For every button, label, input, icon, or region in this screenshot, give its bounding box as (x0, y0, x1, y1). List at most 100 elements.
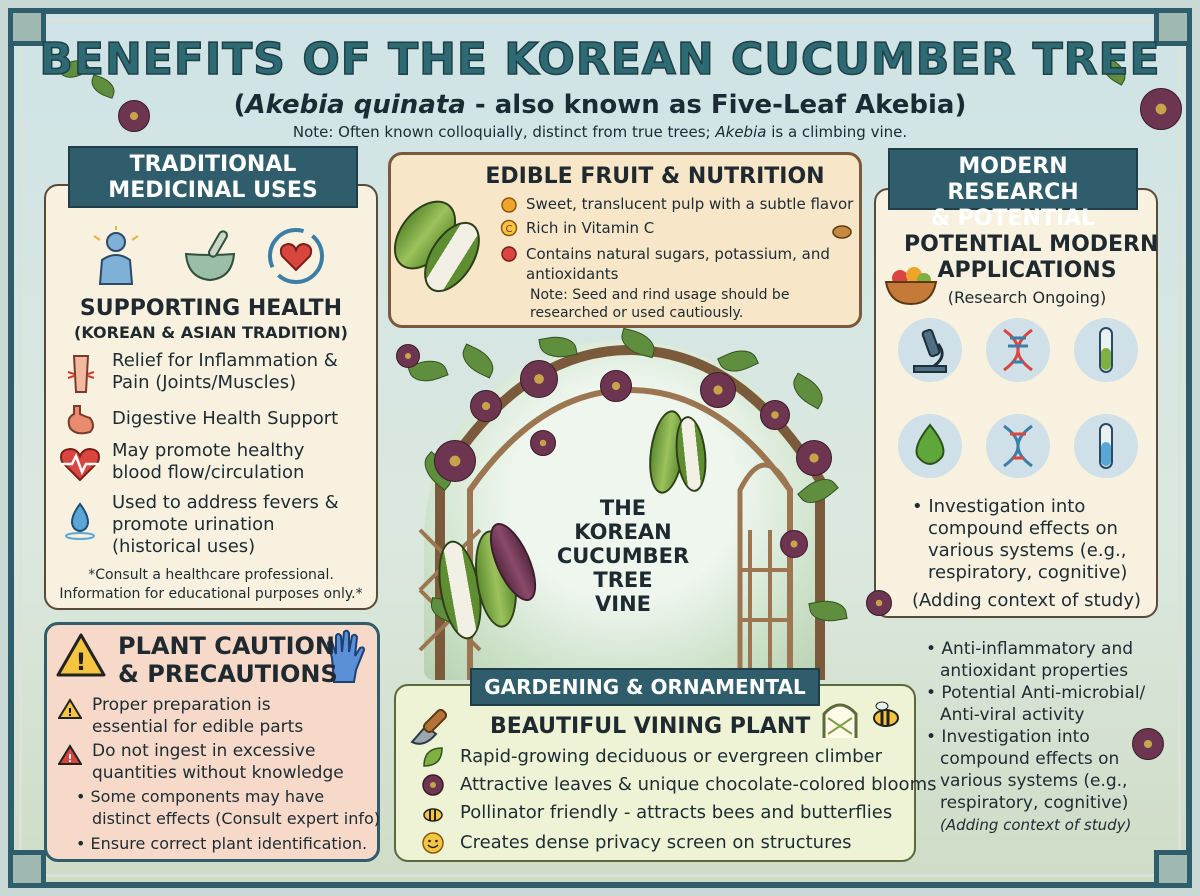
item-text: Relief for Inflammation & (112, 350, 338, 371)
center-label-line: CUCUMBER (556, 544, 690, 568)
research-heading: POTENTIAL MODERN APPLICATIONS (904, 232, 1159, 284)
svg-text:!: ! (67, 706, 72, 719)
leaf-icon (422, 746, 444, 768)
bullet-line: compound effects on (940, 749, 1120, 769)
medicinal-ribbon: TRADITIONAL MEDICINAL USES (52, 146, 374, 208)
item-text: essential for edible parts (92, 717, 304, 737)
vitamin-c-icon: C (500, 219, 518, 237)
heading-line: PLANT CAUTION (118, 632, 335, 660)
header-note: Note: Often known colloquially, distinct… (292, 123, 908, 141)
medicinal-item: Digestive Health Support (112, 408, 338, 429)
center-label: THE KOREAN CUCUMBER TREE VINE (530, 496, 716, 616)
person-glow-icon (88, 226, 144, 286)
medicinal-item: Used to address fevers & promote urinati… (112, 492, 339, 558)
akebia-flower-icon (520, 360, 558, 398)
caution-item: Do not ingest in excessive quantities wi… (92, 740, 344, 784)
item-text: blood flow/circulation (112, 462, 305, 483)
bullet-line: respiratory, cognitive) (928, 562, 1128, 583)
heading-line: APPLICATIONS (937, 258, 1117, 283)
bullet-line: • Potential Anti-microbial/ (926, 683, 1146, 703)
item-text: Proper preparation is (92, 695, 271, 715)
research-extra-list: • Anti-inflammatory and antioxidant prop… (926, 638, 1145, 836)
bullet-line: various systems (e.g., (928, 540, 1127, 561)
bullet-line: • Investigation into (912, 496, 1086, 517)
heading-line: & PRECAUTIONS (118, 660, 338, 688)
garden-item: Rapid-growing deciduous or evergreen cli… (460, 746, 883, 767)
corner-ornament (1154, 8, 1192, 46)
fruit-item: Sweet, translucent pulp with a subtle fl… (526, 195, 854, 213)
akebia-flower-icon (1132, 728, 1164, 760)
item-text: Used to address fevers & (112, 492, 339, 513)
akebia-flower-icon (780, 530, 808, 558)
research-bullet: • Investigation into compound effects on… (912, 496, 1127, 584)
water-drop-icon (62, 500, 98, 540)
akebia-flower-icon (760, 400, 790, 430)
ribbon-line: MEDICINAL USES (108, 178, 318, 203)
item-text: Pain (Joints/Muscles) (112, 372, 297, 393)
bullet-line: respiratory, cognitive) (940, 793, 1129, 813)
research-panel (874, 188, 1158, 618)
akebia-flower-icon (1140, 88, 1182, 130)
test-tube-icon (1074, 318, 1138, 382)
item-text: Digestive Health Support (112, 408, 339, 429)
akebia-flower-icon (434, 440, 476, 482)
bee-icon (870, 700, 902, 730)
page-title: BENEFITS OF THE KOREAN CUCUMBER TREE (39, 33, 1161, 86)
item-text: antioxidants (526, 265, 619, 283)
center-label-line: TREE (593, 568, 653, 592)
corner-ornament (1154, 850, 1192, 888)
heading-line: POTENTIAL MODERN (904, 232, 1159, 257)
garden-heading: BEAUTIFUL VINING PLANT (490, 714, 811, 739)
bullet-line: • Investigation into (926, 727, 1090, 747)
test-tube-icon (1074, 414, 1138, 478)
orange-icon (500, 195, 518, 213)
apple-icon (500, 244, 518, 262)
center-label-line: THE (599, 496, 647, 520)
akebia-flower-icon (600, 370, 632, 402)
item-text: May promote healthy (112, 440, 305, 461)
akebia-flower-icon (470, 390, 502, 422)
svg-text:!: ! (76, 648, 87, 676)
disclaimer-line: *Consult a healthcare professional. (88, 567, 334, 583)
garden-ribbon: GARDENING & ORNAMENTAL (454, 668, 836, 718)
akebia-flower-icon (700, 372, 736, 408)
seed-icon (832, 222, 856, 242)
joint-pain-icon (64, 354, 98, 394)
center-label-line: KOREAN (574, 520, 672, 544)
green-drop-icon (898, 414, 962, 478)
akebia-flower-icon (866, 590, 892, 616)
garden-item: Pollinator friendly - attracts bees and … (460, 802, 893, 823)
ribbon-line: TRADITIONAL (129, 152, 297, 177)
akebia-flower-icon (796, 440, 832, 476)
ribbon-line: MODERN RESEARCH (947, 154, 1079, 205)
heart-cycle-icon (264, 224, 328, 288)
medicinal-item: Relief for Inflammation & Pain (Joints/M… (112, 350, 338, 394)
svg-text:C: C (506, 224, 513, 235)
center-label-line: VINE (595, 592, 651, 616)
disclaimer-line: Information for educational purposes onl… (59, 586, 363, 602)
corner-ornament (8, 850, 46, 888)
stomach-icon (62, 404, 98, 438)
item-text: promote urination (112, 514, 275, 535)
research-subheading: (Research Ongoing) (947, 288, 1107, 307)
caution-item: • Ensure correct plant identification. (76, 834, 368, 853)
glove-icon (322, 628, 368, 684)
ribbon-line: & POTENTIAL (930, 206, 1096, 231)
medicinal-heading: SUPPORTING HEALTH (79, 296, 343, 321)
flower-icon (422, 774, 444, 796)
medical-disclaimer: *Consult a healthcare professional. Info… (44, 566, 378, 604)
item-text: distinct effects (Consult expert info) (92, 809, 380, 828)
trellis-arch-icon (820, 700, 860, 740)
note-line: Note: Seed and rind usage should be (530, 287, 790, 303)
mortar-pestle-icon (180, 226, 240, 286)
bullet-line: Anti-viral activity (940, 705, 1085, 725)
fruit-heading: EDIBLE FRUIT & NUTRITION (485, 164, 825, 189)
item-text: Do not ingest in excessive (92, 741, 316, 761)
item-text: quantities without knowledge (92, 763, 344, 783)
warning-icon: ! (58, 698, 82, 720)
bullet-line: (Adding context of study) (940, 816, 1132, 834)
warning-triangle-icon: ! (56, 632, 106, 678)
danger-icon: ! (58, 744, 82, 766)
dna-icon (986, 318, 1050, 382)
item-text: (historical uses) (112, 536, 256, 557)
